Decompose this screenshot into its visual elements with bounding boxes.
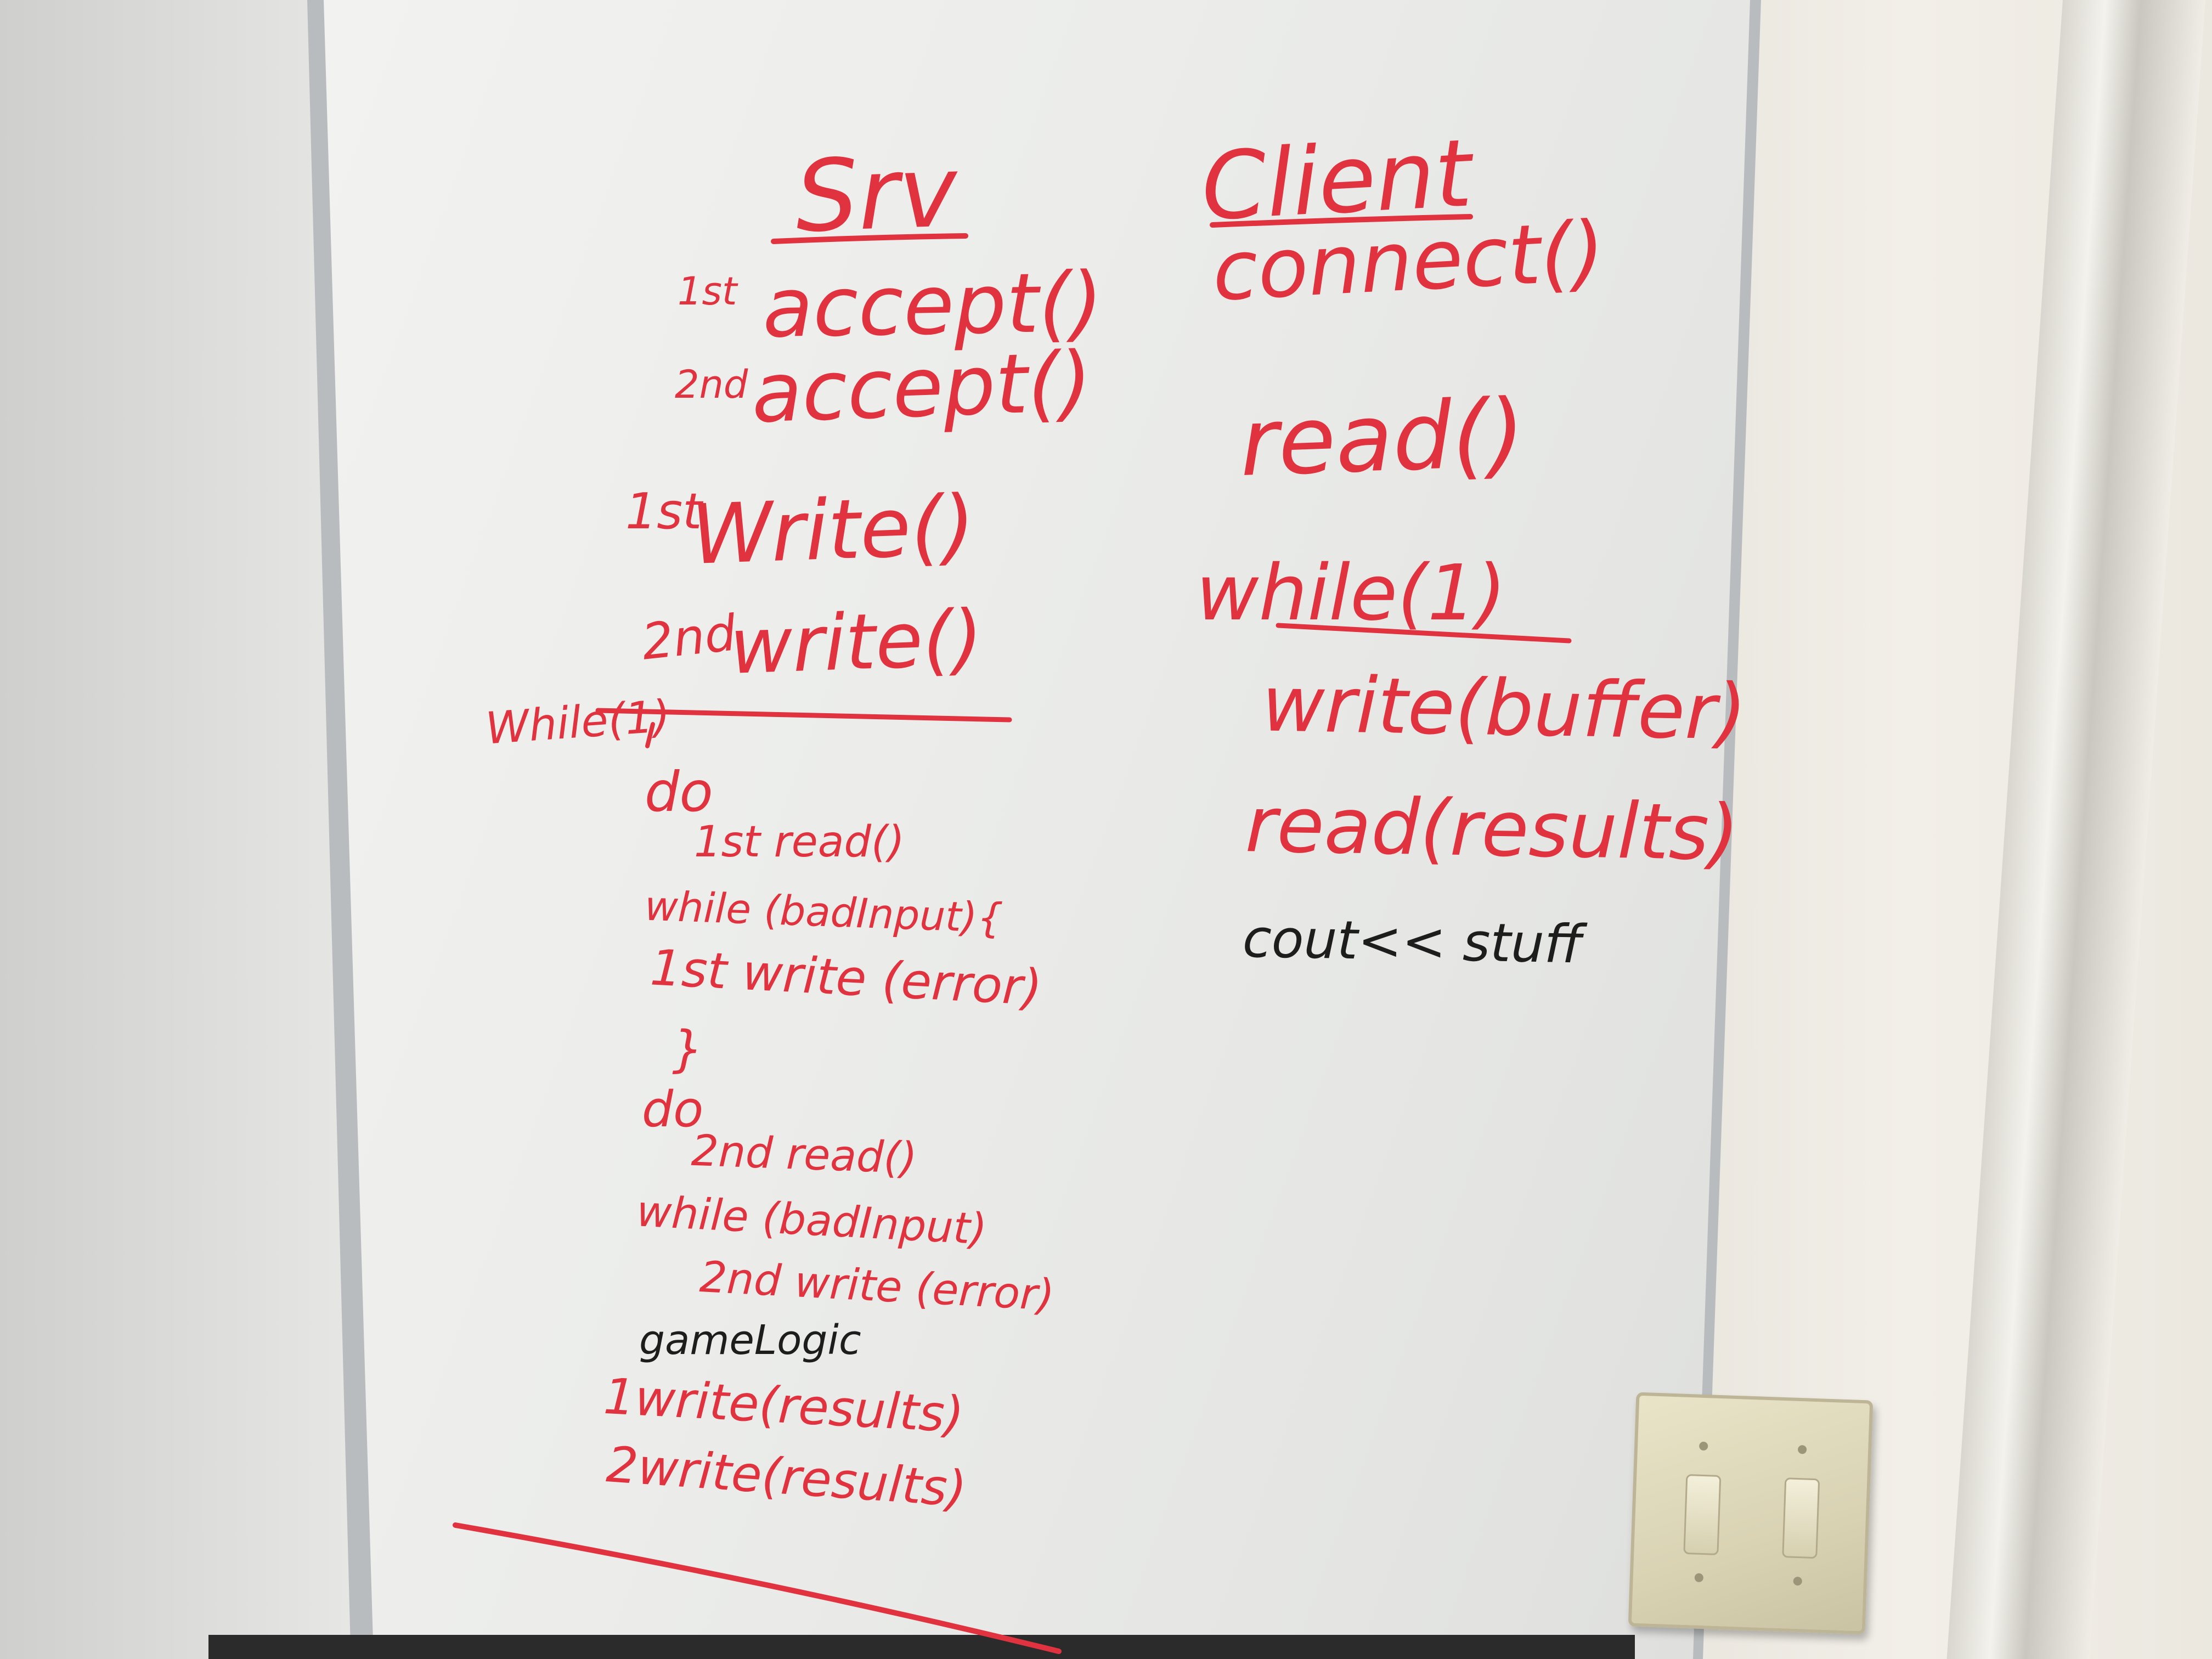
light-switch-toggle-2[interactable]	[1782, 1477, 1820, 1559]
server-heading: Srv	[793, 134, 960, 255]
order-mark-2nd-write: 2nd	[639, 604, 739, 672]
floor-shadow	[208, 1635, 1635, 1659]
client-write-buffer: write(buffer)	[1261, 659, 1747, 758]
server-loop-line: do	[642, 1081, 704, 1138]
order-mark-1st-write: 1st	[625, 483, 702, 540]
screw-icon	[1694, 1573, 1704, 1583]
screw-icon	[1699, 1441, 1708, 1451]
server-loop-line: 2nd read()	[690, 1126, 918, 1184]
light-switch-plate	[1628, 1392, 1874, 1635]
order-mark-2nd-accept: 2nd	[675, 362, 748, 407]
server-write-1: Write()	[690, 478, 977, 583]
server-loop-line: 1st read()	[694, 817, 905, 867]
client-read: read()	[1238, 379, 1527, 498]
whiteboard	[324, 0, 1750, 1659]
server-write-2: write()	[728, 594, 984, 692]
client-read-results: read(results)	[1244, 780, 1740, 878]
server-game-logic: gameLogic	[639, 1317, 861, 1364]
screw-icon	[1793, 1576, 1803, 1586]
order-mark-1st-accept: 1st	[678, 269, 737, 314]
client-cout: cout<< stuff	[1242, 907, 1583, 975]
wall-left	[0, 0, 351, 1659]
light-switch-toggle-1[interactable]	[1683, 1474, 1722, 1555]
server-loop-line: do	[645, 760, 713, 824]
screw-icon	[1797, 1444, 1807, 1454]
client-loop-label: while(1)	[1196, 549, 1506, 638]
server-loop-line: }	[672, 1020, 704, 1078]
server-accept-2: accept()	[750, 334, 1094, 442]
